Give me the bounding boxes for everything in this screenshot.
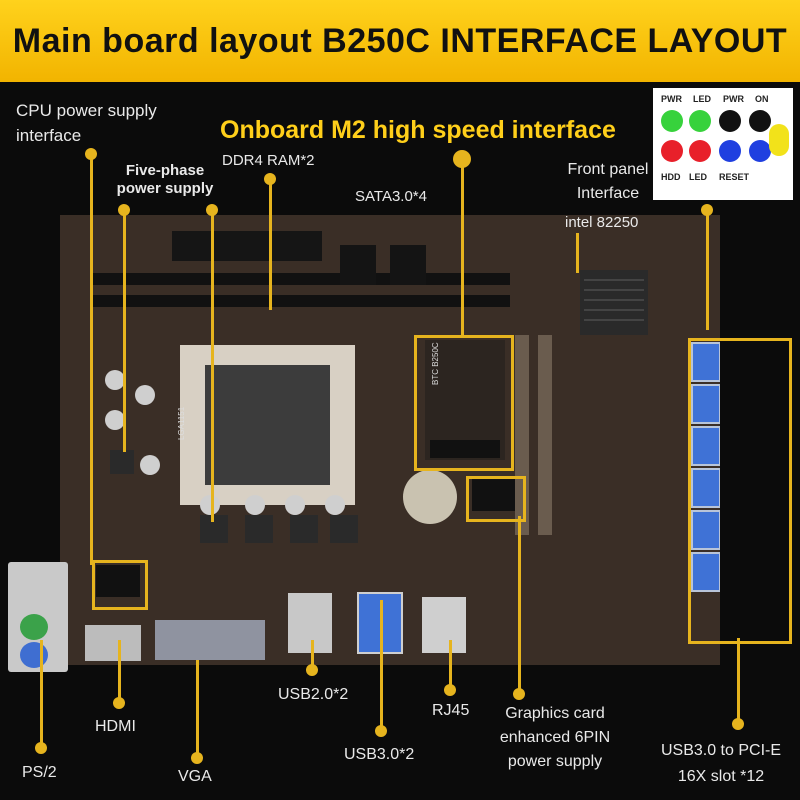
leader-rj45 [449, 640, 452, 690]
label-ddr4: DDR4 RAM*2 [222, 152, 315, 169]
legend-bottom-1: HDD [661, 172, 681, 182]
leader-usb2 [311, 640, 314, 668]
ps2-port [8, 562, 68, 672]
label-front-panel: Front panel Interface [567, 161, 649, 202]
title-banner: Main board layout B250C INTERFACE LAYOUT [0, 0, 800, 82]
motherboard-photo: LGA1151 BTC B250C [60, 215, 720, 665]
label-five-phase: Five-phase power supply [116, 162, 214, 197]
page-title: Main board layout B250C INTERFACE LAYOUT [12, 22, 788, 60]
leader-usb3 [380, 600, 383, 730]
label-sata: SATA3.0*4 [355, 188, 427, 205]
cpu-power-highlight-box [92, 560, 148, 610]
leader-gpu-power [518, 516, 521, 694]
leader-hdmi [118, 640, 121, 700]
leader-dot-hdmi [113, 697, 125, 709]
leader-ddr4 [269, 180, 272, 310]
pin-on-indicator [769, 124, 789, 156]
leader-cpu-power [90, 155, 93, 565]
board-model-label: BTC B250C [431, 342, 440, 385]
label-vga: VGA [178, 768, 212, 785]
leader-dot-vga [191, 752, 203, 764]
leader-dot-ddr4 [264, 173, 276, 185]
legend-top-4: ON [755, 94, 769, 104]
label-m2: Onboard M2 high speed interface [220, 116, 616, 144]
leader-dot-ps2 [35, 742, 47, 754]
pin-reset-2 [749, 140, 771, 162]
label-rj45: RJ45 [432, 702, 470, 719]
leader-front-panel [706, 210, 709, 330]
leader-five-phase-2 [211, 212, 214, 522]
pcie-highlight-box [688, 338, 792, 644]
legend-top-3: PWR [723, 94, 744, 104]
pin-pwr-1 [719, 110, 741, 132]
leader-vga [196, 660, 199, 760]
leader-dot-gpu-power [513, 688, 525, 700]
socket-label: LGA1151 [177, 406, 186, 440]
label-cpu-power: CPU power supply interface [16, 101, 157, 145]
label-ps2: PS/2 [22, 764, 57, 781]
label-usb2: USB2.0*2 [278, 686, 349, 703]
leader-pcie [737, 638, 740, 724]
leader-dot-rj45 [444, 684, 456, 696]
leader-dot-five-phase-2 [206, 204, 218, 216]
pin-pwr-2 [749, 110, 771, 132]
leader-dot-cpu-power [85, 148, 97, 160]
label-usb3: USB3.0*2 [344, 746, 415, 763]
gpu-power-highlight-box [466, 476, 526, 522]
pin-hdd-led-2 [689, 140, 711, 162]
label-pcie: USB3.0 to PCI-E 16X slot *12 [660, 742, 782, 785]
pin-reset-1 [719, 140, 741, 162]
leader-dot-usb3 [375, 725, 387, 737]
label-hdmi: HDMI [95, 718, 136, 735]
pin-pwr-led-1 [661, 110, 683, 132]
leader-dot-front-panel [701, 204, 713, 216]
legend-bottom-3: RESET [719, 172, 750, 182]
legend-bottom-2: LED [689, 172, 707, 182]
legend-top-1: PWR [661, 94, 682, 104]
leader-intel [576, 233, 579, 273]
leader-dot-usb2 [306, 664, 318, 676]
pin-hdd-led-1 [661, 140, 683, 162]
m2-highlight-box [414, 335, 514, 471]
leader-five-phase-1 [123, 212, 126, 452]
leader-ps2 [40, 640, 43, 745]
front-panel-pinout-legend: PWR LED PWR ON HDD LED RESET [653, 88, 793, 200]
label-gpu-power: Graphics card enhanced 6PIN power supply [499, 705, 611, 770]
leader-dot-five-phase-1 [118, 204, 130, 216]
leader-dot-m2 [453, 150, 471, 168]
pin-pwr-led-2 [689, 110, 711, 132]
leader-dot-pcie [732, 718, 744, 730]
label-intel: intel 82250 [565, 214, 639, 231]
leader-m2 [461, 165, 464, 337]
legend-top-2: LED [693, 94, 711, 104]
